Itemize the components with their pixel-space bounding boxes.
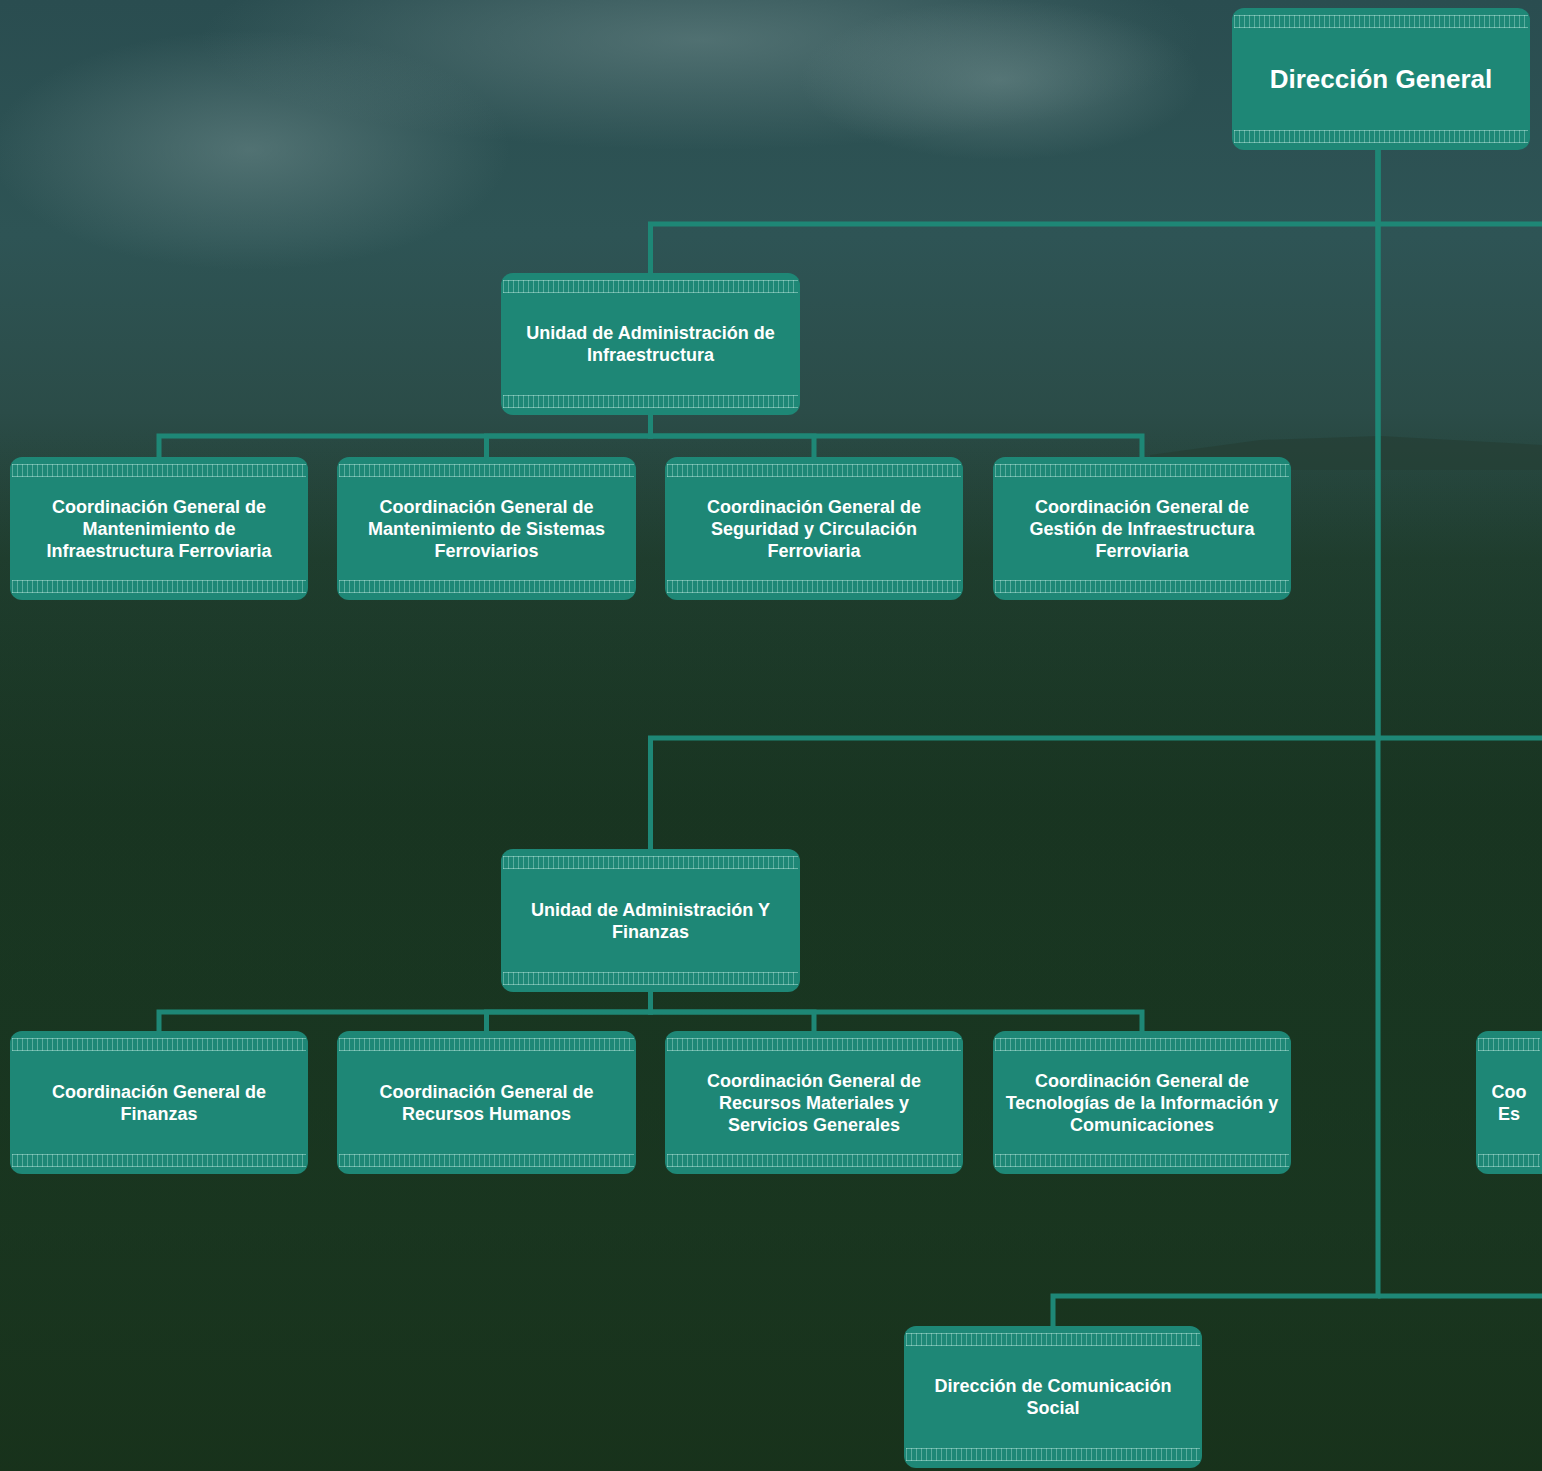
unit-name: Coo Es	[1480, 1081, 1538, 1125]
pattern-band	[339, 1038, 634, 1051]
org-unit-box: Coordinación General de Seguridad y Circ…	[665, 457, 963, 600]
unit-name: Dirección General	[1270, 64, 1493, 94]
text-stack: Dirección General	[1270, 64, 1493, 94]
text-stack: Unidad de Administración de Infraestruct…	[513, 322, 788, 366]
unit-name: Coordinación General de Recursos Materia…	[677, 1070, 951, 1136]
unit-name: Coordinación General de Mantenimiento de…	[349, 496, 624, 562]
org-unit-box: Coordinación General de Recursos Humanos	[337, 1031, 636, 1174]
text-stack: Coordinación General de Tecnologías de l…	[1005, 1070, 1279, 1136]
pattern-band	[12, 580, 306, 593]
pattern-band	[995, 1038, 1289, 1051]
pattern-band	[667, 580, 961, 593]
text-stack: Dirección de Comunicación Social	[916, 1375, 1190, 1419]
org-unit-box: Coordinación General de Tecnologías de l…	[993, 1031, 1291, 1174]
pattern-band	[503, 856, 798, 869]
org-unit-box: Coordinación General de Gestión de Infra…	[993, 457, 1291, 600]
pattern-band	[503, 395, 798, 408]
offpage-line	[1378, 222, 1542, 227]
org-unit-box: Unidad de Administración Y Finanzas	[501, 849, 800, 992]
pattern-band	[503, 280, 798, 293]
text-stack: Coordinación General de Seguridad y Circ…	[677, 496, 951, 562]
org-unit-box: Dirección de Comunicación Social	[904, 1326, 1202, 1468]
text-stack: Coordinación General de Finanzas	[22, 1081, 296, 1125]
org-unit-box: Coordinación General de Mantenimiento de…	[10, 457, 308, 600]
pattern-band	[995, 580, 1289, 593]
pattern-band	[12, 1154, 306, 1167]
pattern-band	[339, 1154, 634, 1167]
pattern-band	[995, 464, 1289, 477]
text-stack: Coordinación General de Recursos Humanos	[349, 1081, 624, 1125]
org-connector	[651, 992, 1143, 1031]
unit-name: Coordinación General de Mantenimiento de…	[22, 496, 296, 562]
pattern-band	[1478, 1038, 1540, 1051]
pattern-band	[12, 1038, 306, 1051]
forest-shade	[0, 420, 1542, 1471]
org-unit-box: Coordinación General de Finanzas	[10, 1031, 308, 1174]
org-connector	[651, 150, 1379, 849]
org-connector	[159, 415, 651, 457]
pattern-band	[12, 464, 306, 477]
pattern-band	[1234, 15, 1528, 28]
org-connector	[651, 415, 1143, 457]
org-unit-box: Coo Es	[1476, 1031, 1542, 1174]
cloud	[800, 0, 1200, 160]
org-connector	[159, 992, 651, 1031]
pattern-band	[339, 464, 634, 477]
pattern-band	[667, 1038, 961, 1051]
org-unit-box: Dirección General	[1232, 8, 1530, 150]
org-connector	[651, 150, 1379, 273]
pattern-band	[906, 1333, 1200, 1346]
pattern-band	[995, 1154, 1289, 1167]
pattern-band	[1234, 130, 1528, 143]
text-stack: Coo Es	[1480, 1081, 1538, 1125]
unit-name: Coordinación General de Recursos Humanos	[349, 1081, 624, 1125]
offpage-line	[1378, 736, 1542, 741]
unit-name: Coordinación General de Tecnologías de l…	[1005, 1070, 1279, 1136]
org-connector	[487, 992, 651, 1031]
unit-name: Dirección de Comunicación Social	[916, 1375, 1190, 1419]
org-connector	[487, 415, 651, 457]
cloud	[0, 30, 510, 270]
text-stack: Coordinación General de Recursos Materia…	[677, 1070, 951, 1136]
unit-name: Coordinación General de Gestión de Infra…	[1005, 496, 1279, 562]
org-unit-box: Coordinación General de Mantenimiento de…	[337, 457, 636, 600]
text-stack: Coordinación General de Mantenimiento de…	[22, 496, 296, 562]
pattern-band	[667, 464, 961, 477]
unit-name: Unidad de Administración Y Finanzas	[513, 899, 788, 943]
org-unit-box: Unidad de Administración de Infraestruct…	[501, 273, 800, 415]
pattern-band	[503, 972, 798, 985]
pattern-band	[667, 1154, 961, 1167]
pattern-band	[906, 1448, 1200, 1461]
unit-name: Coordinación General de Seguridad y Circ…	[677, 496, 951, 562]
org-unit-box: Coordinación General de Recursos Materia…	[665, 1031, 963, 1174]
unit-name: Unidad de Administración de Infraestruct…	[513, 322, 788, 366]
offpage-line	[1378, 1294, 1542, 1299]
pattern-band	[339, 580, 634, 593]
unit-name: Coordinación General de Finanzas	[22, 1081, 296, 1125]
text-stack: Coordinación General de Gestión de Infra…	[1005, 496, 1279, 562]
pattern-band	[1478, 1154, 1540, 1167]
text-stack: Unidad de Administración Y Finanzas	[513, 899, 788, 943]
text-stack: Coordinación General de Mantenimiento de…	[349, 496, 624, 562]
